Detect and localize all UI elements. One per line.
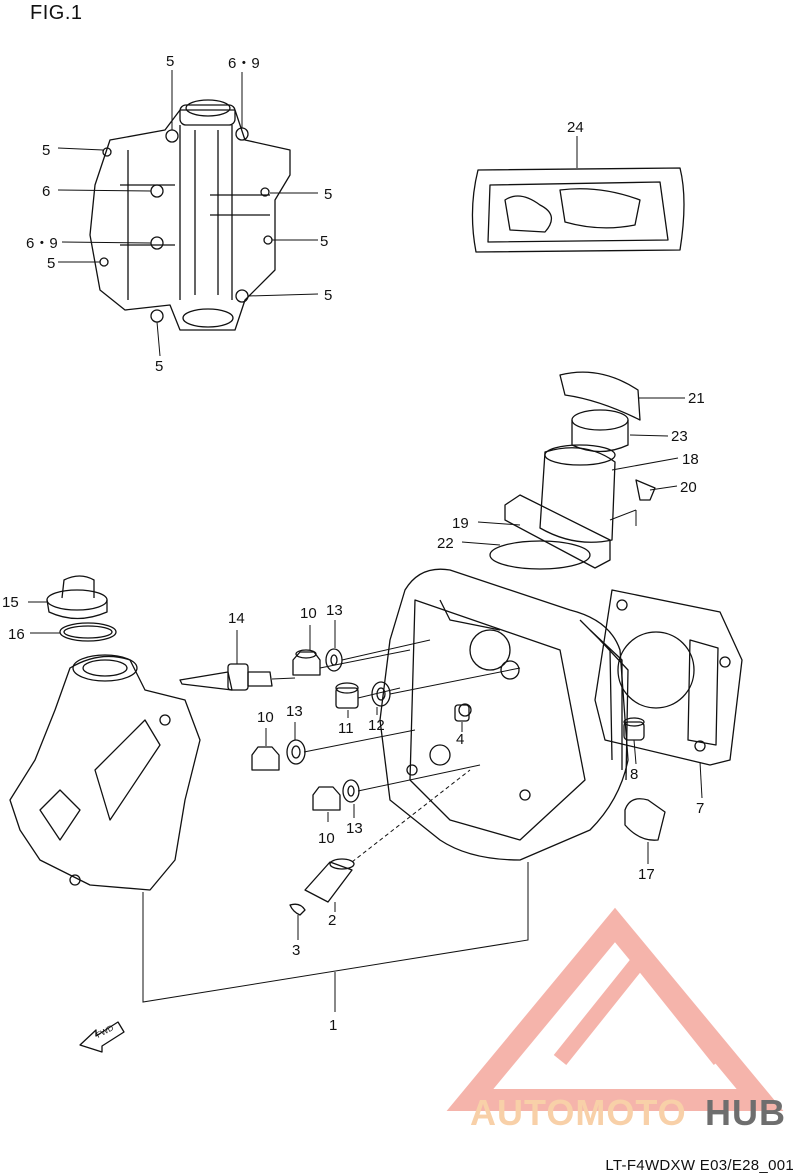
callout-5: 5 <box>47 255 55 272</box>
callout-16: 16 <box>8 626 25 643</box>
callout-24: 24 <box>567 119 584 136</box>
oil-filler-cap-15 <box>46 575 108 620</box>
callout-3: 3 <box>292 942 300 959</box>
callout-19: 19 <box>452 515 469 532</box>
callout-5: 5 <box>155 358 163 375</box>
callout-7: 7 <box>696 800 704 817</box>
bolt-10-upper <box>292 649 321 676</box>
washer-13-middle <box>286 739 306 765</box>
leader-lines-top <box>57 70 319 357</box>
washer-13-upper <box>325 648 343 672</box>
bolt-10-middle <box>251 746 280 771</box>
callout-6: 6 <box>42 183 50 200</box>
callout-6-9: 6・9 <box>228 55 260 72</box>
callout-5: 5 <box>324 287 332 304</box>
callout-4: 4 <box>456 731 464 748</box>
callout-5: 5 <box>320 233 328 250</box>
cylinder-gasket-7 <box>594 589 743 766</box>
callout-22: 22 <box>437 535 454 552</box>
washer-13-lower <box>342 779 360 803</box>
callout-13: 13 <box>346 820 363 837</box>
callout-1: 1 <box>329 1017 337 1034</box>
bolt-11 <box>335 682 359 709</box>
callout-13: 13 <box>326 602 343 619</box>
callout-5: 5 <box>42 142 50 159</box>
callout-10: 10 <box>257 709 274 726</box>
callout-14: 14 <box>228 610 245 627</box>
callout-18: 18 <box>682 451 699 468</box>
callout-5: 5 <box>166 53 174 70</box>
callout-23: 23 <box>671 428 688 445</box>
callout-6-9: 6・9 <box>26 235 58 252</box>
drawing-code: LT-F4WDXW E03/E28_001 <box>605 1157 794 1174</box>
callout-20: 20 <box>680 479 697 496</box>
callout-12: 12 <box>368 717 385 734</box>
watermark-text-hub: HUB <box>705 1092 786 1133</box>
head-cover-side-view <box>9 654 201 891</box>
clip-3 <box>289 903 306 916</box>
callout-13: 13 <box>286 703 303 720</box>
cylinder-head-body <box>379 568 629 861</box>
callout-15: 15 <box>2 594 19 611</box>
intake-pipe-assembly <box>489 371 678 570</box>
callout-5: 5 <box>324 186 332 203</box>
figure-title: FIG.1 <box>30 2 83 24</box>
gasket-set-24 <box>471 136 685 253</box>
callout-2: 2 <box>328 912 336 929</box>
callout-8: 8 <box>630 766 638 783</box>
callout-10: 10 <box>300 605 317 622</box>
valve-guide-2 <box>304 858 355 903</box>
callout-labels: 5 6・9 5 6 6・9 5 5 5 5 5 24 21 23 18 20 1… <box>2 53 705 1034</box>
callout-21: 21 <box>688 390 705 407</box>
callout-17: 17 <box>638 866 655 883</box>
watermark-logo: AUTOMOTO HUB <box>446 907 786 1133</box>
leader-lines-main <box>28 397 703 1012</box>
callout-10: 10 <box>318 830 335 847</box>
watermark-text-automoto: AUTOMOTO <box>470 1092 687 1133</box>
o-ring-16 <box>59 622 117 642</box>
forward-direction-arrow: FWD <box>79 1021 125 1053</box>
stud-4 <box>454 704 470 722</box>
bolt-10-lower <box>312 786 341 811</box>
plug-17 <box>624 798 666 841</box>
callout-11: 11 <box>338 720 354 737</box>
spark-plug-14 <box>179 663 296 691</box>
